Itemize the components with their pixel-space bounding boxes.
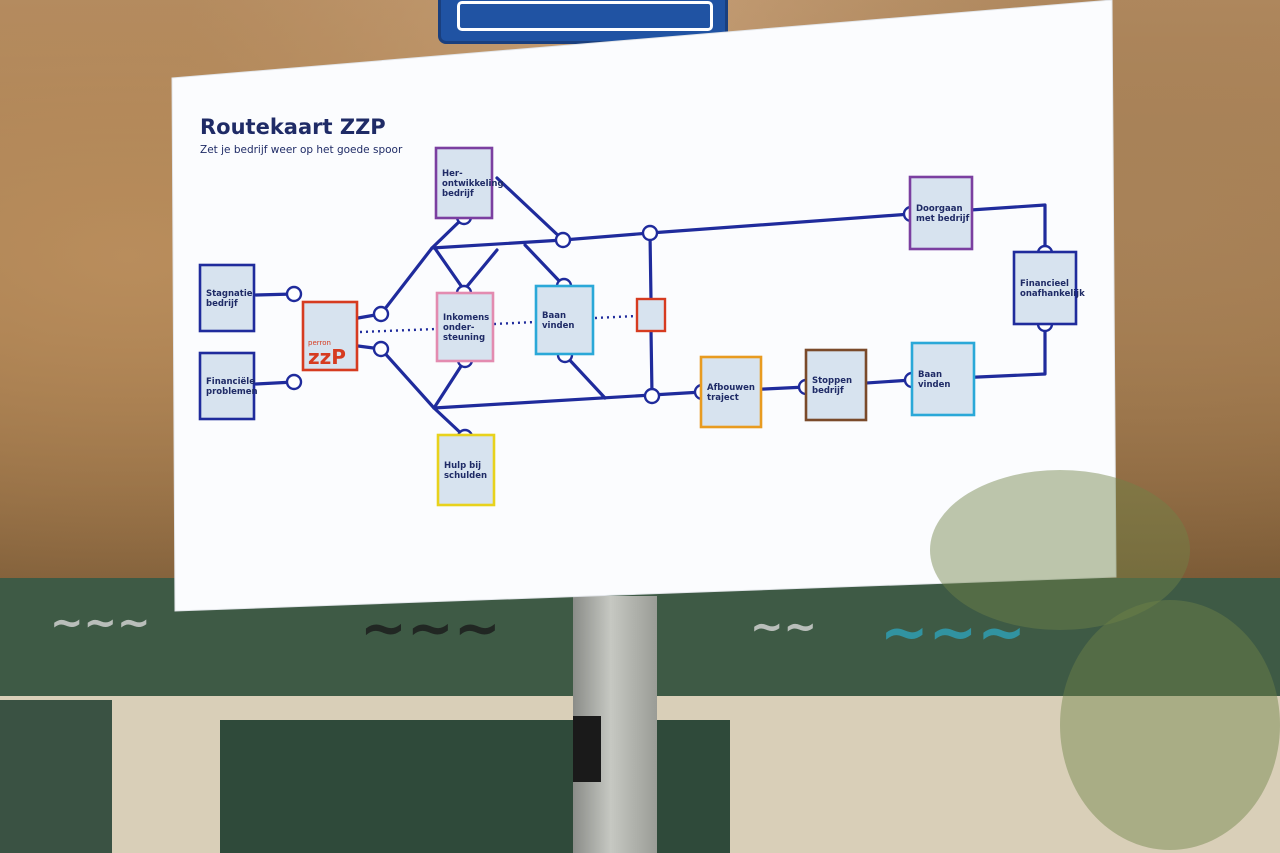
station-label-line: schulden [444,471,487,481]
board-title: Routekaart ZZP [200,115,386,139]
station-box [198,263,256,333]
station-label-line: Financieel [1020,279,1069,289]
stations-layer: StagnatiebedrijfFinanciëleproblemenHer-o… [198,146,1085,507]
station-box [198,351,256,421]
station-label-line: Stoppen [812,376,852,386]
blue-street-sign [438,0,728,44]
station-label-line: ontwikkeling [442,179,504,189]
station-label-line: Doorgaan [916,204,963,214]
hub-big-label: zzP [308,345,346,369]
station-label-line: problemen [206,387,258,397]
board-subtitle: Zet je bedrijf weer op het goede spoor [200,144,403,156]
graffiti-tag: ~~~ [50,600,151,646]
foreground-branch [930,470,1190,630]
station-label-line: met bedrijf [916,214,970,224]
station-label-line: vinden [542,321,574,331]
station-label-line: Inkomens [443,313,489,323]
station-label-line: onafhankelijk [1020,289,1085,299]
station-label-line: bedrijf [206,299,238,309]
station-label-line: Stagnatie [206,289,253,299]
station-box [1012,250,1078,326]
station-label-line: Baan [542,311,566,321]
transfer-station-marker [635,297,667,333]
station-label-line: steuning [443,333,485,343]
pole-sticker [573,716,601,782]
station-box [434,146,494,220]
station-label-line: traject [707,393,739,403]
hub-small-label: perron [308,339,331,347]
station-box [436,433,496,507]
station-label-line: bedrijf [812,386,844,396]
station-box [804,348,868,422]
station-label-line: Afbouwen [707,383,755,393]
foreground-branch [1060,600,1280,850]
dotted-connector [359,314,637,334]
hub-station: perron zzP [301,300,359,372]
station-box [699,355,763,429]
station-box [910,341,976,417]
station-box [534,284,595,356]
station-label-line: Financiële [206,377,255,387]
station-label-line: Baan [918,370,942,380]
station-label-line: bedrijf [442,189,474,199]
station-box [435,291,495,363]
graffiti-tag: ~~~ [360,596,501,661]
station-box [908,175,974,251]
wall-edge [0,700,112,853]
station-label-line: Hulp bij [444,461,481,471]
graffiti-tag: ~~ [750,604,818,650]
station-label-line: vinden [918,380,950,390]
station-label-line: Her- [442,169,463,179]
graffiti-tag: ~~~ [880,598,1026,666]
station-label-line: onder- [443,323,475,333]
